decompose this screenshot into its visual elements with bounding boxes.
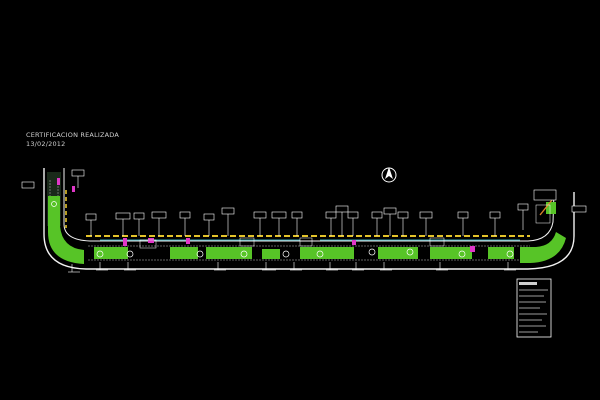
street-inner-edge bbox=[63, 168, 555, 242]
certification-title: CERTIFICACION REALIZADA bbox=[26, 131, 120, 139]
magenta-marks bbox=[57, 178, 475, 252]
legend-block bbox=[516, 278, 552, 338]
green-areas bbox=[48, 196, 566, 264]
crosswalks bbox=[139, 204, 551, 249]
bottom-callouts bbox=[68, 262, 516, 273]
street-outer-edge bbox=[43, 168, 575, 270]
tree-symbols bbox=[51, 201, 514, 258]
north-arrow-icon bbox=[381, 167, 397, 183]
utility-strip bbox=[65, 190, 553, 241]
certification-date: 13/02/2012 bbox=[26, 140, 66, 148]
callout-boxes bbox=[21, 169, 587, 236]
